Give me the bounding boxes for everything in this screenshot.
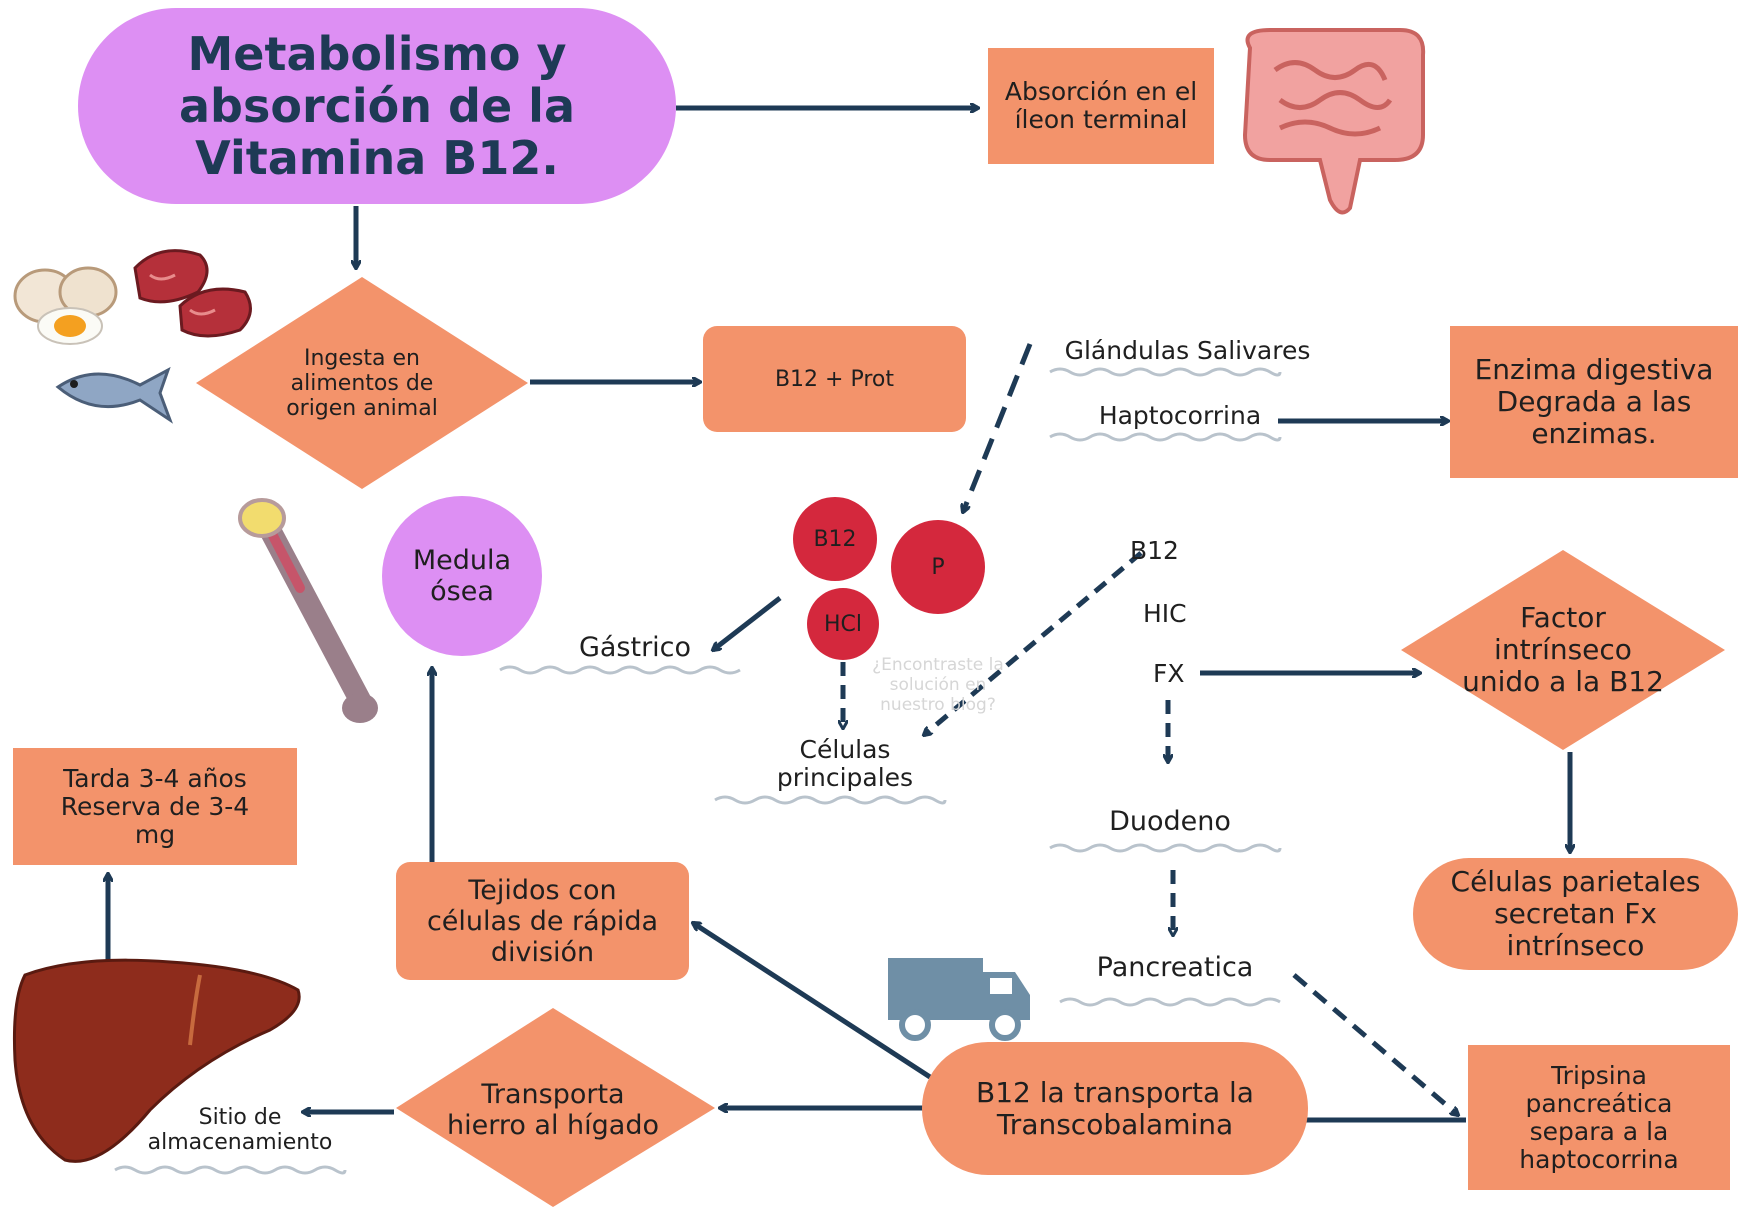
hcl-circle: HCl (807, 588, 879, 660)
medula-osea-circle: Medula ósea (382, 496, 542, 656)
transporta-hierro-label: Transporta hierro al hígado (446, 1079, 660, 1141)
ingesta-label-wrap: Ingesta en alimentos de origen animal (236, 335, 488, 431)
factor-intrinseco-label: Factor intrínseco unido a la B12 (1462, 601, 1664, 698)
absorcion-ileon-box: Absorción en el íleon terminal (988, 48, 1214, 164)
intestine-icon (1242, 28, 1426, 215)
ingesta-label: Ingesta en alimentos de origen animal (286, 345, 438, 421)
meat-icon (133, 249, 252, 338)
squiggle-underlines (114, 367, 1282, 1175)
hcl-circle-label: HCl (823, 611, 863, 637)
truck-icon (888, 958, 1030, 1041)
duodeno-label: Duodeno (1109, 806, 1231, 837)
b12-prot-box: B12 + Prot (703, 326, 966, 432)
pancreatica-label: Pancreatica (1096, 952, 1254, 983)
sitio-almacenamiento-label: Sitio de almacenamiento (147, 1105, 333, 1155)
transcobalamina-box: B12 la transporta la Transcobalamina (922, 1042, 1308, 1175)
arrows (108, 108, 1570, 1120)
watermark-text: ¿Encontraste la solución en nuestro blog… (872, 655, 1004, 715)
ingesta-diamond (196, 277, 528, 489)
transporta-hierro-label-wrap: Transporta hierro al hígado (420, 1070, 686, 1150)
bone-icon (238, 498, 378, 723)
title-text: Metabolismo y absorción de la Vitamina B… (179, 27, 575, 185)
tarda-box: Tarda 3-4 años Reserva de 3-4 mg (13, 748, 297, 865)
factor-intrinseco-diamond (1401, 550, 1725, 750)
page-title: Metabolismo y absorción de la Vitamina B… (78, 8, 676, 204)
glandulas-salivares-label: Glándulas Salivares (1064, 336, 1311, 365)
eggs-icon (13, 266, 118, 345)
b12-circle: B12 (793, 497, 877, 581)
b12-prot-label: B12 + Prot (774, 366, 895, 392)
fish-icon (55, 366, 174, 424)
factor-intrinseco-label-wrap: Factor intrínseco unido a la B12 (1430, 590, 1696, 710)
enzima-digestiva-label: Enzima digestiva Degrada a las enzimas. (1474, 353, 1714, 450)
tripsina-box: Tripsina pancreática separa a la haptoco… (1468, 1045, 1730, 1190)
haptocorrina-label: Haptocorrina (1098, 401, 1262, 430)
liver-icon (12, 958, 301, 1163)
tarda-label: Tarda 3-4 años Reserva de 3-4 mg (60, 763, 250, 849)
tripsina-label: Tripsina pancreática separa a la haptoco… (1519, 1060, 1679, 1174)
transporta-hierro-diamond (396, 1008, 715, 1207)
absorcion-ileon-label: Absorción en el íleon terminal (1004, 77, 1198, 134)
hic-text-label: HIC (1143, 599, 1187, 628)
transcobalamina-label: B12 la transporta la Transcobalamina (976, 1075, 1254, 1141)
fx-text-label: FX (1153, 659, 1185, 688)
gastrico-label: Gástrico (578, 632, 692, 663)
b12-text-label: B12 (1130, 536, 1179, 565)
p-circle-label: P (931, 554, 945, 580)
tejidos-label: Tejidos con células de rápida división (426, 874, 659, 968)
tejidos-box: Tejidos con células de rápida división (396, 862, 689, 980)
celulas-parietales-box: Células parietales secretan Fx intrínsec… (1413, 858, 1738, 970)
medula-osea-label: Medula ósea (412, 545, 512, 607)
b12-circle-label: B12 (813, 526, 857, 552)
enzima-digestiva-box: Enzima digestiva Degrada a las enzimas. (1450, 326, 1738, 478)
celulas-principales-label: Células principales (776, 735, 914, 792)
celulas-parietales-label: Células parietales secretan Fx intrínsec… (1450, 865, 1701, 962)
p-circle: P (891, 520, 985, 614)
